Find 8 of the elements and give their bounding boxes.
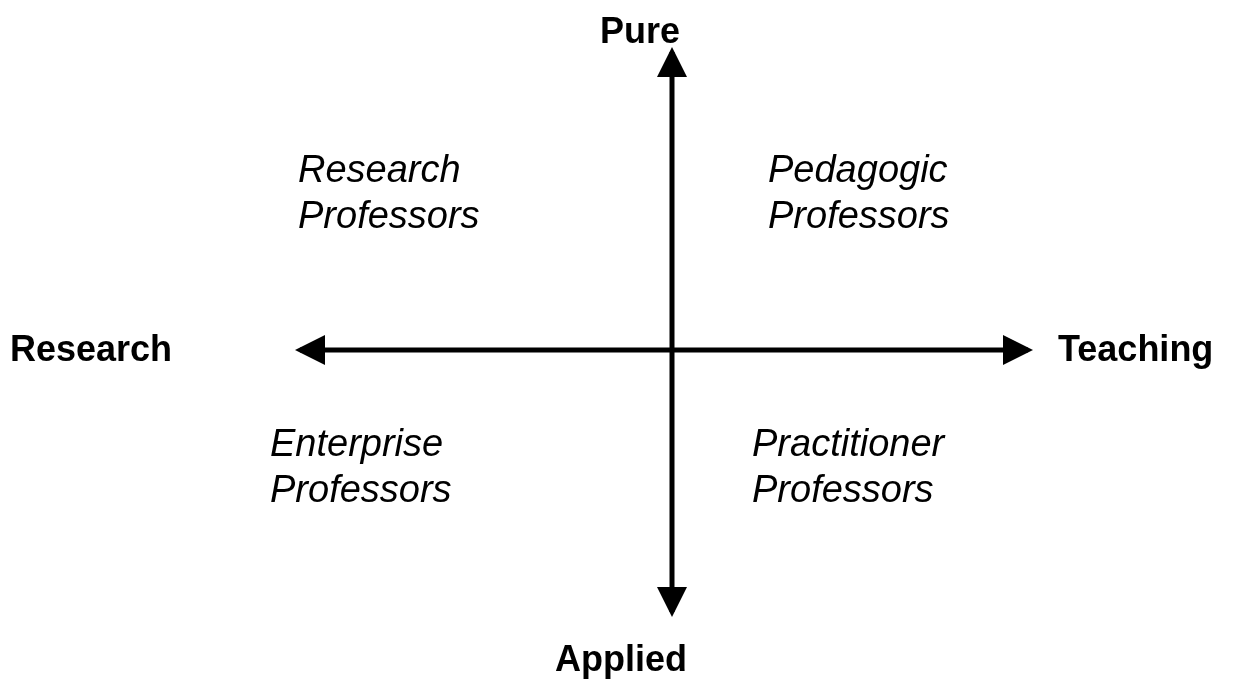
- axis-label: Applied: [555, 638, 687, 680]
- quadrant-label: Research Professors: [298, 147, 481, 238]
- axis-label: Teaching: [1058, 328, 1214, 370]
- axis-label: Pure: [600, 10, 681, 52]
- axis-label: Research: [10, 328, 173, 370]
- quadrant-label: Enterprise Professors: [270, 421, 453, 512]
- quadrant-label: Practitioner Professors: [752, 421, 947, 512]
- quadrant-label: Pedagogic Professors: [768, 147, 951, 238]
